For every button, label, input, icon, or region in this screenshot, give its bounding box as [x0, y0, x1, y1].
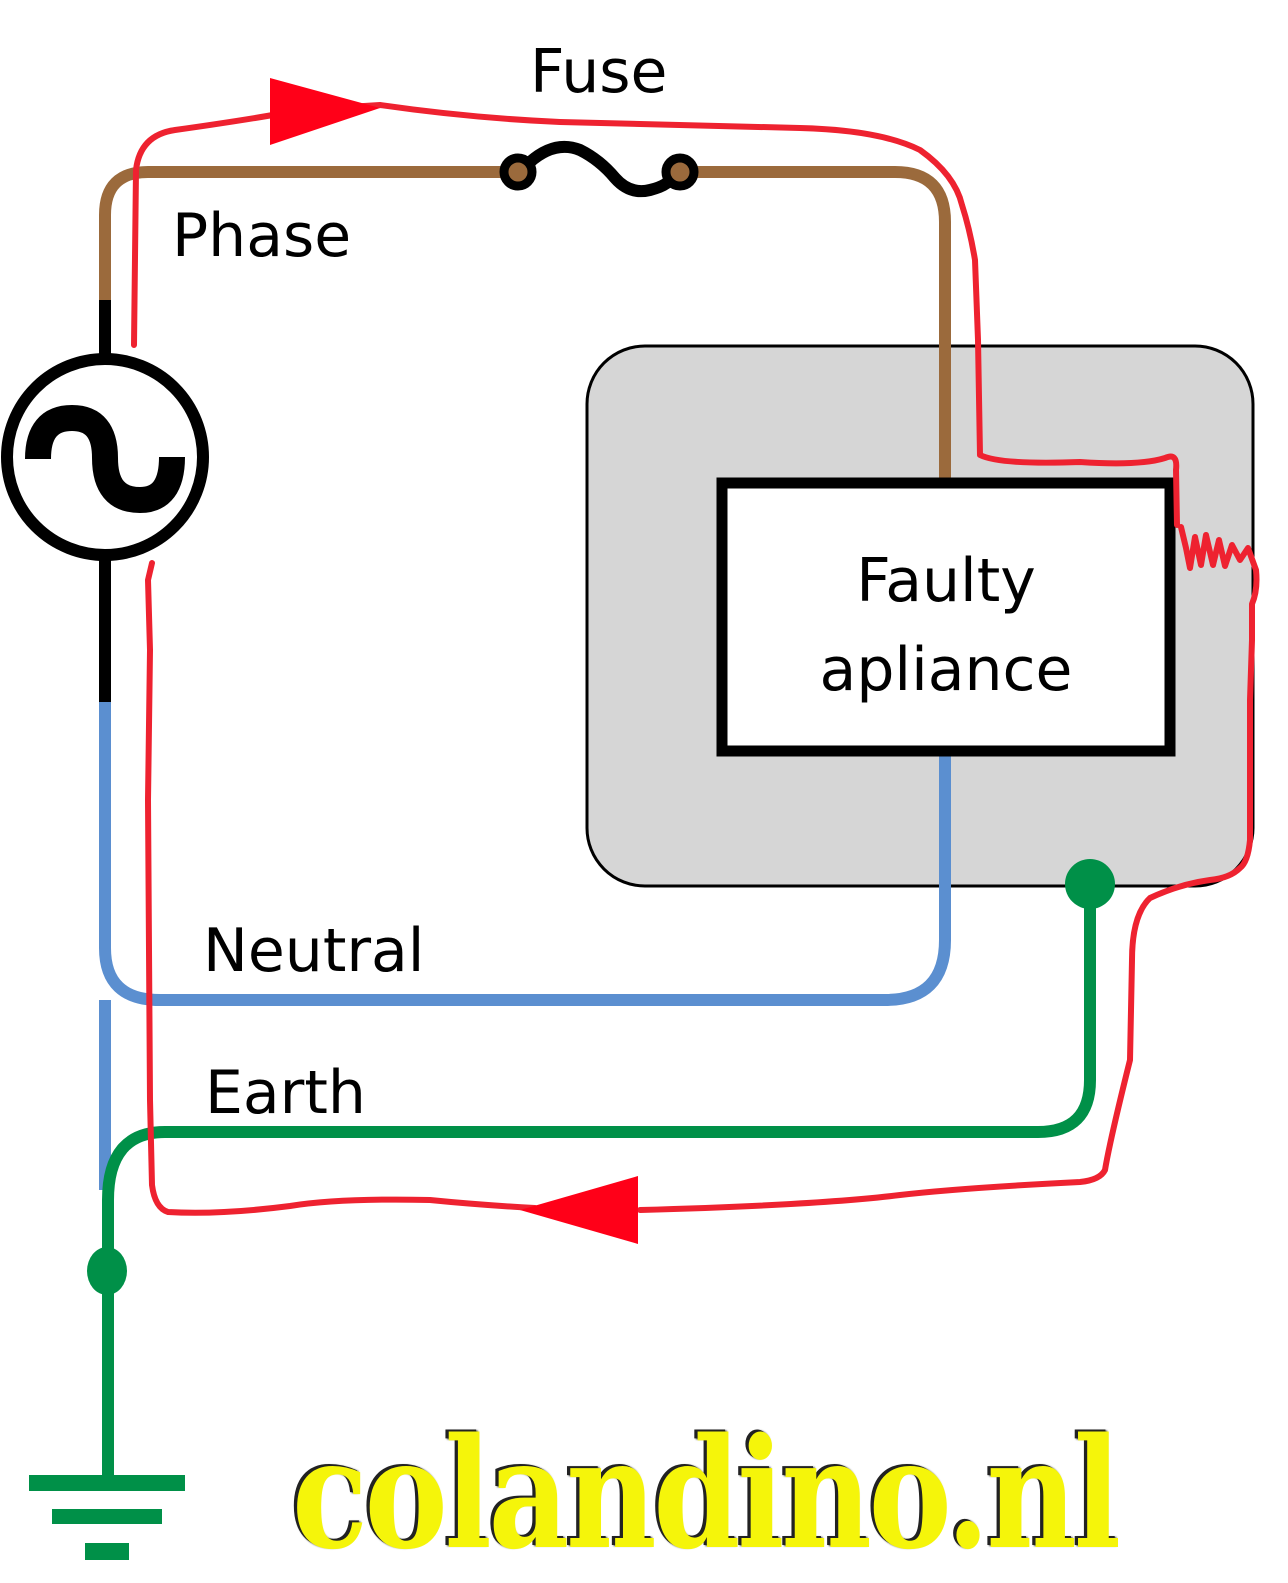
- appliance-box: [716, 477, 1176, 757]
- phase-label: Phase: [172, 201, 351, 271]
- current-direction-arrow-icon: [520, 1176, 638, 1244]
- ac-source-icon: [1, 353, 209, 561]
- ground-icon: [29, 1475, 185, 1560]
- watermark-logo: colandino.nl: [292, 1404, 1121, 1583]
- fuse-icon: [499, 141, 699, 198]
- earth-connection-dot-appliance: [1065, 859, 1115, 909]
- neutral-label: Neutral: [203, 916, 424, 986]
- neutral-wire: [99, 702, 951, 1006]
- phase-wire: [99, 166, 951, 492]
- earth-label: Earth: [205, 1058, 366, 1128]
- appliance-label-line2: apliance: [820, 635, 1073, 705]
- fuse-label: Fuse: [530, 37, 667, 107]
- earth-connection-dot-ground: [87, 1247, 127, 1295]
- earth-wire: [102, 885, 1096, 1475]
- current-direction-arrow-icon: [270, 78, 380, 145]
- appliance-label-line1: Faulty: [856, 546, 1036, 616]
